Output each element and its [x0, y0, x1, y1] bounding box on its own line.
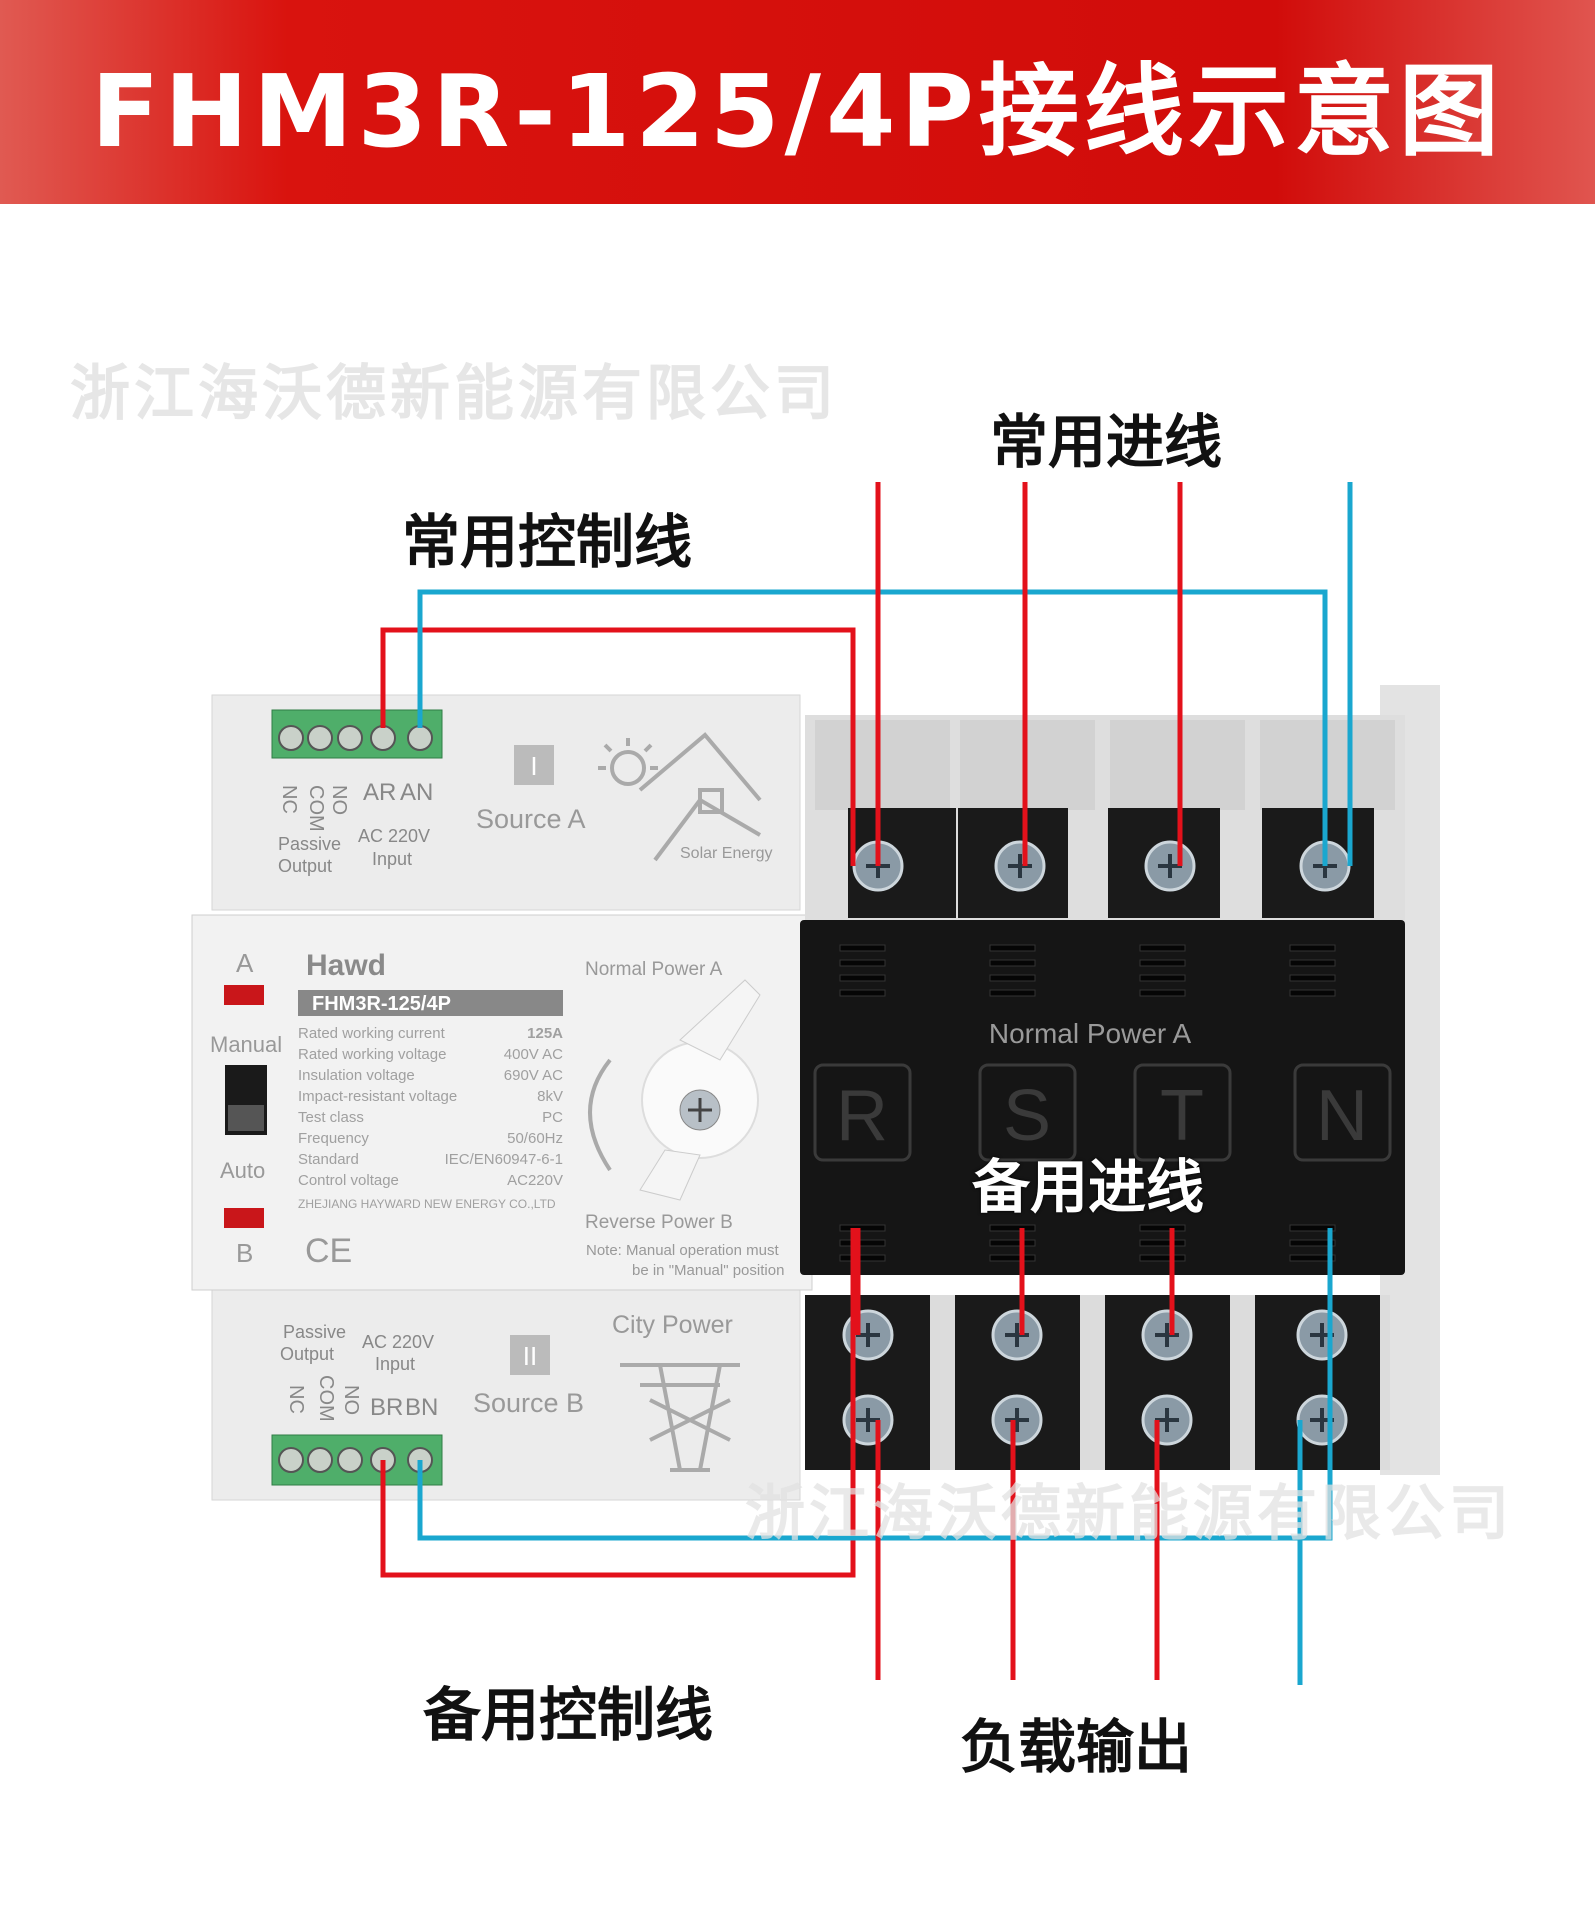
backup-control-label: 备用控制线: [423, 1681, 714, 1749]
bottom-terminal-bn: BN: [405, 1394, 438, 1421]
brand-logo: Hawd: [306, 949, 386, 982]
phase-letter-boxes: [813, 1063, 1392, 1162]
source-b-number: II: [523, 1341, 537, 1371]
spec-table: Rated working current 125A Rated working…: [298, 1025, 563, 1189]
phase-label-s: S: [1003, 1076, 1051, 1156]
spec-value: AC220V: [507, 1172, 563, 1189]
bottom-terminal-screw-heads: [278, 1447, 433, 1473]
spec-value: 400V AC: [504, 1046, 563, 1063]
mode-manual-label: Manual: [210, 1032, 282, 1057]
spec-label: Insulation voltage: [298, 1067, 415, 1084]
spec-value: IEC/EN60947-6-1: [445, 1151, 563, 1168]
normal-power-a-label: Normal Power A: [585, 959, 723, 980]
phase-label-n: N: [1316, 1076, 1368, 1156]
spec-label: Rated working current: [298, 1025, 446, 1042]
bottom-terminal-br: BR: [370, 1394, 403, 1421]
source-b-label: Source B: [473, 1388, 584, 1418]
spec-label: Control voltage: [298, 1172, 399, 1189]
mode-switch-toggle[interactable]: [228, 1105, 264, 1131]
rotation-arrow-icon: [588, 1058, 612, 1172]
load-output-label: 负载输出: [960, 1713, 1193, 1781]
spec-value: PC: [542, 1109, 563, 1126]
bottom-passive-label: Passive: [283, 1322, 346, 1342]
watermark-top: 浙江海沃德新能源有限公司: [70, 359, 838, 429]
indicator-b-light: [224, 1208, 264, 1228]
top-output-label: Output: [278, 856, 332, 876]
power-block-title: Normal Power A: [989, 1018, 1192, 1049]
indicator-a-light: [224, 985, 264, 1005]
page-title: FHM3R-125/4P接线示意图: [91, 52, 1504, 170]
backup-incoming-label: 备用进线: [972, 1153, 1205, 1221]
top-terminal-blocks: [848, 808, 1374, 918]
power-block: [800, 920, 1405, 1275]
normal-control-label: 常用控制线: [402, 508, 693, 576]
top-terminal-ar: AR: [363, 779, 396, 806]
spec-label: Frequency: [298, 1130, 369, 1147]
top-terminal-an: AN: [400, 779, 433, 806]
source-a-badge: [514, 745, 554, 785]
mode-auto-label: Auto: [220, 1158, 265, 1183]
source-a-number: I: [530, 751, 537, 781]
top-input-label: Input: [372, 849, 412, 869]
watermark-bottom: 浙江海沃德新能源有限公司: [745, 1479, 1513, 1549]
bottom-terminal-nc: NC: [285, 1385, 307, 1414]
backup-control-live-wire: [380, 1228, 856, 1578]
spec-label: Standard: [298, 1151, 359, 1168]
power-tower-icon: [620, 1363, 740, 1472]
normal-incoming-label: 常用进线: [990, 408, 1223, 476]
header-banner: FHM3R-125/4P接线示意图: [0, 0, 1595, 204]
phase-label-t: T: [1160, 1076, 1204, 1156]
bottom-input-label: Input: [375, 1354, 415, 1374]
indicator-a-label: A: [236, 948, 254, 978]
top-terminal-com: COM: [305, 785, 327, 832]
bottom-terminal-blocks: [805, 1295, 1380, 1470]
phase-label-r: R: [836, 1076, 888, 1156]
source-b-badge: [510, 1335, 550, 1375]
ce-mark: CE: [305, 1232, 352, 1270]
backup-control-neutral-wire: [417, 1228, 1333, 1541]
source-a-label: Source A: [476, 804, 586, 834]
top-passive-label: Passive: [278, 834, 341, 854]
bottom-ac-label: AC 220V: [362, 1332, 434, 1352]
city-power-label: City Power: [612, 1311, 733, 1339]
spec-value: 690V AC: [504, 1067, 563, 1084]
normal-control-live-wire: [380, 627, 856, 866]
reverse-power-b-label: Reverse Power B: [585, 1212, 733, 1233]
solar-energy-icon: [598, 732, 762, 862]
model-label: FHM3R-125/4P: [312, 993, 451, 1015]
indicator-b-label: B: [236, 1238, 253, 1268]
top-terminal-nc: NC: [278, 785, 300, 814]
spec-value: 8kV: [537, 1088, 563, 1105]
spec-label: Impact-resistant voltage: [298, 1088, 457, 1105]
model-plate: [298, 990, 563, 1016]
top-terminal-no: NO: [328, 785, 350, 815]
spec-value: 125A: [527, 1025, 563, 1042]
manual-note: Note: Manual operation must: [586, 1242, 779, 1259]
vent-slots: [839, 944, 1336, 1262]
top-terminal-screw-heads: [278, 725, 433, 751]
manual-note-2: be in "Manual" position: [632, 1262, 784, 1279]
normal-control-neutral-wire: [417, 589, 1328, 866]
rotary-handle[interactable]: [639, 979, 761, 1201]
bottom-output-label: Output: [280, 1344, 334, 1364]
manufacturer-label: ZHEJIANG HAYWARD NEW ENERGY CO.,LTD: [298, 1197, 556, 1211]
bottom-terminal-no: NO: [340, 1385, 362, 1415]
wiring: [380, 482, 1353, 1685]
spec-label: Test class: [298, 1109, 364, 1126]
bottom-terminal-com: COM: [315, 1375, 337, 1422]
solar-energy-caption: Solar Energy: [680, 845, 773, 862]
spec-label: Rated working voltage: [298, 1046, 446, 1063]
spec-value: 50/60Hz: [507, 1130, 563, 1147]
top-ac-label: AC 220V: [358, 826, 430, 846]
